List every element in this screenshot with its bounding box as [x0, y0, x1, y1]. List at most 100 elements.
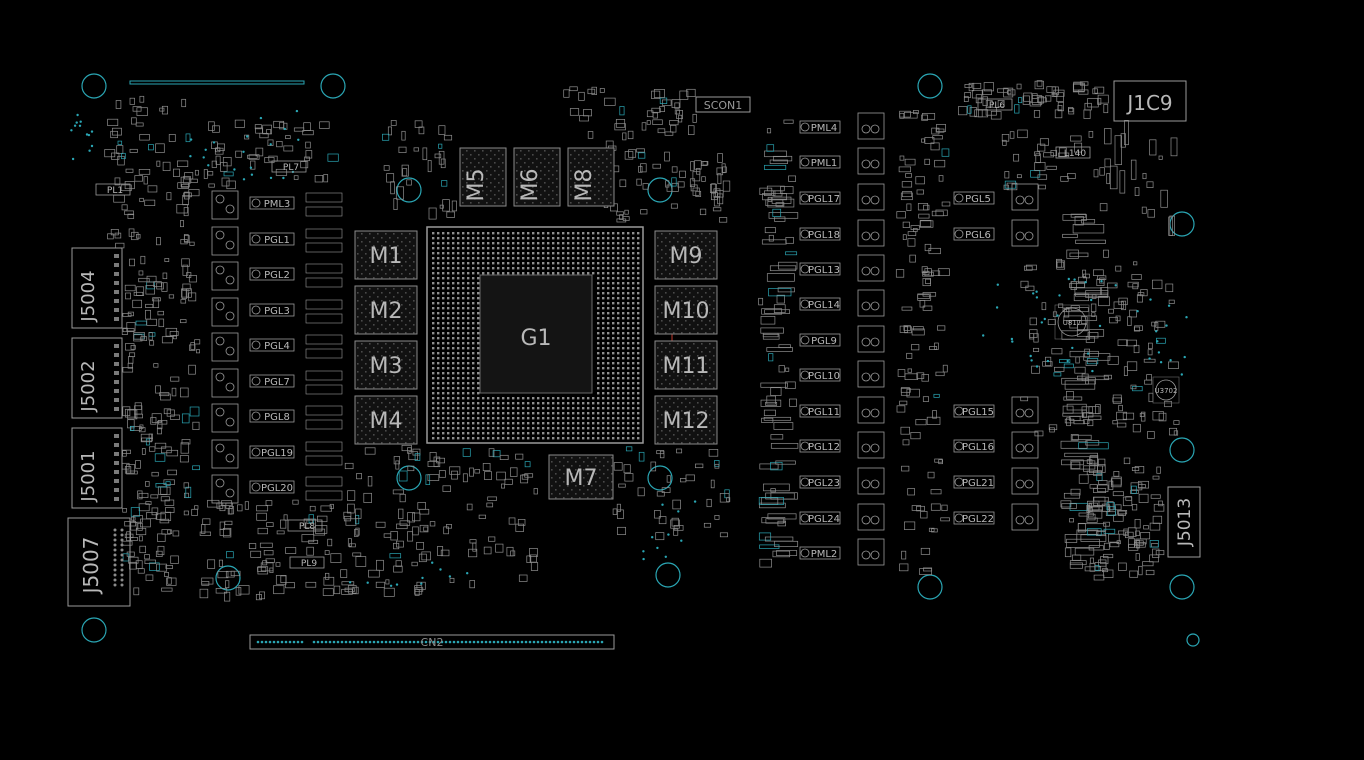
- memory-chip-label: M12: [663, 409, 710, 434]
- connector-j5007[interactable]: J5007: [67, 517, 131, 607]
- connector-label: J1C9: [1125, 91, 1172, 115]
- inductor-pgl4[interactable]: PGL4: [211, 332, 343, 362]
- inductor-label: PGL9: [811, 336, 837, 347]
- memory-chip-m5[interactable]: M5: [459, 147, 507, 207]
- inductor-pml3[interactable]: PML3: [211, 190, 343, 220]
- inductor-pgl19[interactable]: PGL19: [211, 439, 343, 469]
- component-l140[interactable]: L140: [1055, 146, 1091, 159]
- memory-chip-m3[interactable]: M3: [354, 340, 418, 390]
- inductor-pml4[interactable]: PML4: [799, 112, 885, 140]
- inductor-pgl14[interactable]: PGL14: [799, 289, 885, 317]
- inductor-label: PGL24: [808, 514, 840, 525]
- sli-connector-label: SCON1: [704, 99, 743, 112]
- inductor-pgl20[interactable]: PGL20: [211, 474, 343, 504]
- memory-chip-label: M2: [370, 299, 403, 324]
- edge-strip: [129, 80, 305, 85]
- mounting-hole: [1169, 437, 1195, 463]
- inductor-label: PGL19: [261, 448, 293, 459]
- component-pl6[interactable]: PL6: [977, 98, 1013, 111]
- component-u817[interactable]: U817: [1054, 304, 1090, 340]
- inductor-pgl11[interactable]: PGL11: [799, 396, 885, 424]
- memory-chip-m1[interactable]: M1: [354, 230, 418, 280]
- inductor-pgl6[interactable]: PGL6: [953, 219, 1039, 247]
- sli-connector[interactable]: SCON1: [695, 96, 751, 113]
- connector-label: J5002: [78, 360, 99, 412]
- inductor-label: PGL17: [808, 194, 840, 205]
- connector-j5013[interactable]: J5013: [1167, 486, 1201, 558]
- connector-j1c9[interactable]: J1C9: [1113, 80, 1187, 122]
- inductor-pml1[interactable]: PML1: [799, 147, 885, 175]
- mounting-hole: [647, 465, 673, 491]
- component-label: PL1: [107, 186, 123, 196]
- inductor-pgl1[interactable]: PGL1: [211, 226, 343, 256]
- mounting-hole: [396, 465, 422, 491]
- component-pl1[interactable]: PL1: [95, 183, 131, 196]
- mounting-hole: [917, 574, 943, 600]
- inductor-label: PGL1: [264, 235, 290, 246]
- inductor-pgl9[interactable]: PGL9: [799, 325, 885, 353]
- memory-chip-label: M3: [370, 354, 403, 379]
- memory-chip-label: M5: [464, 169, 489, 202]
- mounting-hole: [917, 73, 943, 99]
- inductor-pgl21[interactable]: PGL21: [953, 467, 1039, 495]
- inductor-pgl12[interactable]: PGL12: [799, 431, 885, 459]
- memory-chip-label: M8: [572, 169, 597, 202]
- pcie-connector-label: CN2: [421, 636, 444, 649]
- inductor-pgl16[interactable]: PGL16: [953, 431, 1039, 459]
- component-u3702[interactable]: U3702: [1152, 376, 1180, 404]
- inductor-pgl22[interactable]: PGL22: [953, 503, 1039, 531]
- inductor-pgl8[interactable]: PGL8: [211, 403, 343, 433]
- memory-chip-m6[interactable]: M6: [513, 147, 561, 207]
- memory-chip-m12[interactable]: M12: [654, 395, 718, 445]
- connector-j5002[interactable]: J5002: [71, 337, 123, 419]
- inductor-pgl15[interactable]: PGL15: [953, 396, 1039, 424]
- inductor-pml2[interactable]: PML2: [799, 538, 885, 566]
- component-label: U3702: [1155, 387, 1178, 395]
- component-label: L140: [1064, 149, 1086, 159]
- mounting-holes: [81, 73, 1200, 647]
- connector-label: J5004: [78, 270, 99, 322]
- mounting-hole: [81, 617, 107, 643]
- inductor-pgl7[interactable]: PGL7: [211, 368, 343, 398]
- inductor-pgl23[interactable]: PGL23: [799, 467, 885, 495]
- inductor-columns: PML3PGL1PGL2PGL3PGL4PGL7PGL8PGL19PGL20PM…: [95, 98, 1180, 569]
- inductor-label: PGL4: [264, 341, 290, 352]
- memory-chip-m8[interactable]: M8: [567, 147, 615, 207]
- inductor-label: PML3: [264, 199, 291, 210]
- inductor-label: PGL18: [808, 230, 840, 241]
- inductor-pgl17[interactable]: PGL17: [799, 183, 885, 211]
- inductor-label: PGL5: [965, 194, 991, 205]
- inductor-label: PGL10: [808, 371, 840, 382]
- inductor-label: PGL21: [962, 478, 994, 489]
- gpu-package[interactable]: G1: [426, 226, 644, 444]
- memory-chip-m7[interactable]: M7: [548, 454, 614, 500]
- mounting-hole: [320, 73, 346, 99]
- component-label: PL6: [989, 101, 1005, 111]
- memory-chip-label: M4: [370, 409, 403, 434]
- inductor-pgl10[interactable]: PGL10: [799, 360, 885, 388]
- component-pl9[interactable]: PL9: [289, 556, 325, 569]
- component-pl7[interactable]: PL7: [271, 160, 307, 173]
- inductor-pgl3[interactable]: PGL3: [211, 297, 343, 327]
- memory-chip-m10[interactable]: M10: [654, 285, 718, 335]
- inductor-pgl2[interactable]: PGL2: [211, 261, 343, 291]
- memory-chip-m11[interactable]: M11: [654, 340, 718, 390]
- inductor-pgl18[interactable]: PGL18: [799, 219, 885, 247]
- inductor-pgl13[interactable]: PGL13: [799, 254, 885, 282]
- component-pl8[interactable]: PL8: [287, 519, 323, 532]
- mounting-hole: [81, 73, 107, 99]
- inductor-pgl24[interactable]: PGL24: [799, 503, 885, 531]
- pcie-connector[interactable]: CN2: [249, 634, 615, 650]
- inductor-pgl5[interactable]: PGL5: [953, 183, 1039, 211]
- memory-chip-m4[interactable]: M4: [354, 395, 418, 445]
- inductor-label: PGL3: [264, 306, 290, 317]
- connector-j5004[interactable]: J5004: [71, 247, 123, 329]
- connector-j5001[interactable]: J5001: [71, 427, 123, 509]
- mounting-hole: [1186, 633, 1200, 647]
- memory-chip-m2[interactable]: M2: [354, 285, 418, 335]
- memory-chip-m9[interactable]: M9: [654, 230, 718, 280]
- inductor-label: PGL23: [808, 478, 840, 489]
- inductor-label: PGL8: [264, 412, 290, 423]
